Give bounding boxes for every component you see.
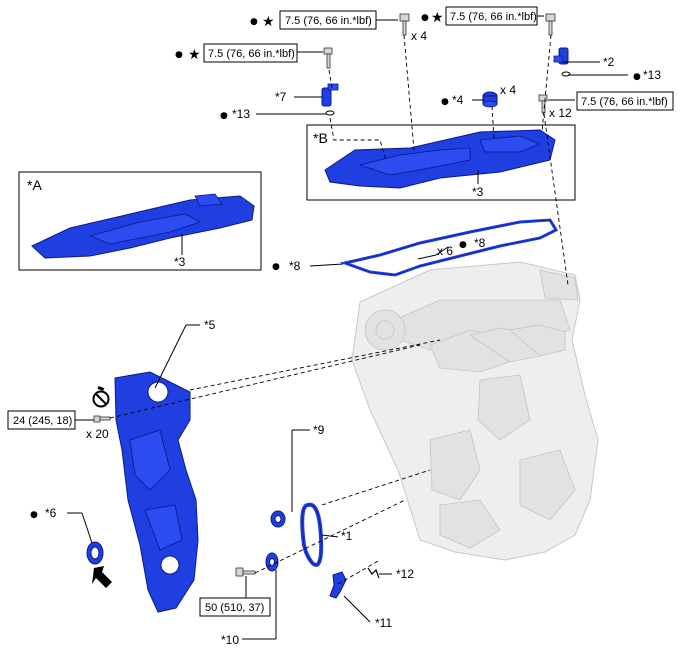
callout-8-upper: *8 bbox=[474, 236, 486, 250]
sensor-2 bbox=[553, 47, 569, 65]
torque-box-4 bbox=[576, 91, 674, 111]
callout-3-view-a: *3 bbox=[174, 255, 186, 269]
view-b-frame bbox=[306, 124, 576, 201]
torque-box-3 bbox=[203, 43, 298, 63]
part-12 bbox=[367, 567, 380, 579]
callout-12: *12 bbox=[396, 567, 414, 581]
qty-text-5: x 20 bbox=[86, 427, 109, 441]
callout-7: *7 bbox=[275, 90, 287, 104]
bullet-icon: ● bbox=[441, 97, 449, 107]
qty-text-2: x 4 bbox=[500, 83, 516, 97]
bolt-top-1 bbox=[399, 13, 410, 36]
callout-1: *1 bbox=[341, 529, 353, 543]
sensor-7 bbox=[321, 83, 339, 107]
bolt-sensor-7 bbox=[323, 47, 333, 69]
cylinder-head-cover-view-b bbox=[324, 129, 556, 189]
bullet-icon: ● bbox=[175, 50, 183, 60]
callout-11: *11 bbox=[375, 616, 392, 630]
view-a-frame bbox=[18, 171, 262, 271]
torque-text-6: 50 (510, 37) bbox=[205, 602, 264, 614]
oil-seal-6 bbox=[86, 541, 104, 565]
callout-5: *5 bbox=[204, 318, 216, 332]
qty-text-1: x 4 bbox=[411, 29, 427, 43]
qty-text-4: x 6 bbox=[437, 244, 453, 258]
timing-chain-cover bbox=[114, 371, 199, 613]
apply-arrow-icon bbox=[92, 566, 112, 588]
o-ring-13-left bbox=[325, 110, 335, 116]
bolt-tensioner-10 bbox=[235, 567, 256, 577]
bolt-cover-x20 bbox=[93, 415, 111, 423]
torque-box-1 bbox=[279, 10, 377, 30]
torque-text-2: 7.5 (76, 66 in.*lbf) bbox=[450, 11, 537, 23]
sprocket-9 bbox=[270, 510, 286, 528]
leader-lines bbox=[67, 15, 628, 640]
callout-2: *2 bbox=[603, 55, 615, 69]
torque-text-3: 7.5 (76, 66 in.*lbf) bbox=[208, 48, 295, 60]
star-icon: ★ bbox=[262, 14, 275, 30]
bullet-icon: ● bbox=[220, 111, 228, 121]
star-icon: ★ bbox=[431, 10, 444, 26]
callout-10: *10 bbox=[221, 633, 239, 647]
callout-3-view-b: *3 bbox=[472, 185, 484, 199]
qty-text-3: x 12 bbox=[549, 106, 572, 120]
callout-13-right: *13 bbox=[643, 68, 661, 82]
bullet-icon: ● bbox=[272, 262, 280, 272]
callout-6: *6 bbox=[45, 506, 57, 520]
cylinder-head-cover-view-a bbox=[31, 193, 255, 259]
callout-13-left: *13 bbox=[232, 107, 250, 121]
callout-8-lower: *8 bbox=[289, 259, 301, 273]
callout-9: *9 bbox=[313, 423, 325, 437]
torque-box-5 bbox=[7, 410, 76, 430]
engine-block bbox=[351, 261, 599, 561]
part-4 bbox=[482, 91, 498, 108]
torque-box-2 bbox=[445, 6, 538, 26]
no-reuse-icon bbox=[92, 386, 110, 408]
torque-box-6 bbox=[199, 597, 271, 617]
bullet-icon: ● bbox=[250, 17, 258, 27]
view-a-title: *A bbox=[27, 177, 42, 193]
torque-text-1: 7.5 (76, 66 in.*lbf) bbox=[285, 15, 372, 27]
view-b-title: *B bbox=[313, 130, 328, 146]
torque-text-4: 7.5 (76, 66 in.*lbf) bbox=[581, 96, 668, 108]
chain-guide-11 bbox=[329, 571, 347, 599]
bullet-icon: ● bbox=[459, 240, 467, 250]
callout-4: *4 bbox=[452, 93, 464, 107]
bullet-icon: ● bbox=[633, 72, 641, 82]
bullet-icon: ● bbox=[421, 13, 429, 23]
torque-text-5: 24 (245, 18) bbox=[13, 415, 72, 427]
bolt-top-2 bbox=[545, 13, 556, 36]
bolt-x12 bbox=[538, 94, 548, 114]
o-ring-13-right bbox=[561, 71, 571, 77]
tensioner-10 bbox=[265, 552, 279, 572]
cylinder-head-cover-gasket bbox=[339, 218, 559, 277]
star-icon: ★ bbox=[188, 47, 201, 63]
bullet-icon: ● bbox=[30, 510, 38, 520]
timing-chain-1 bbox=[300, 502, 324, 568]
